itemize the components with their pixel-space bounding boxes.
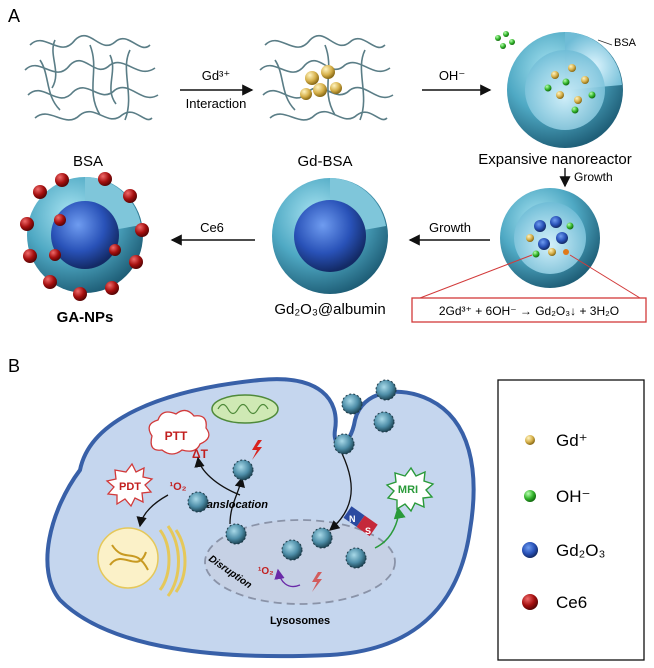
arrow-growth-left-label: Growth (429, 220, 471, 235)
legend-label-oh: OH⁻ (556, 487, 590, 506)
mri-label: MRI (398, 484, 418, 496)
equation-text: 2Gd³⁺ + 6OH⁻ → Gd₂O₃↓ + 3H₂O (439, 304, 619, 318)
legend-swatch-ce6 (522, 594, 538, 610)
legend-item-oh: OH⁻ (524, 487, 590, 506)
bsa-callout-label: BSA (614, 37, 637, 49)
gd-bsa-label: Gd-BSA (297, 153, 352, 170)
arrow-mri (374, 506, 406, 549)
nucleus-er (97, 525, 187, 597)
pdt-burst (105, 462, 154, 508)
expansive-nanoreactor-label: Expansive nanoreactor (478, 151, 631, 168)
arrow-singlet-oxygen (274, 568, 301, 588)
legend-box (497, 379, 645, 661)
legend-swatch-gd (525, 435, 535, 445)
ga-nps-label: GA-NPs (57, 309, 114, 326)
ga-nps-particle (20, 172, 149, 301)
magnet-icon (343, 506, 378, 537)
ptt-cloud (148, 409, 210, 455)
legend-item-gd2o3: Gd₂O₃ (522, 541, 605, 560)
arrow-gd3-label: Gd³⁺ (202, 68, 231, 83)
arrow-interaction-label: Interaction (186, 96, 247, 111)
gd-bsa-illustration (259, 34, 394, 121)
arrow-to-nucleus (136, 494, 169, 528)
gd2o3-albumin-label: Gd₂O₃@albumin (274, 301, 385, 318)
legend-item-gd: Gd⁺ (525, 431, 588, 450)
equation-callout-line-left (419, 254, 533, 299)
delta-t-label: ΔT (192, 447, 209, 461)
arrow-growth-down-label: Growth (574, 170, 613, 184)
legend-label-ce6: Ce6 (556, 593, 587, 612)
magnet-s-label: S (365, 526, 371, 536)
magnet-n-label: N (349, 514, 356, 524)
growth-nanoreactor (500, 188, 600, 288)
nanoparticle (341, 393, 363, 415)
legend-label-gd: Gd⁺ (556, 431, 588, 450)
arrow-translocation (229, 476, 245, 525)
gd2o3-albumin-particle (272, 178, 388, 294)
panel-a-letter: A (8, 6, 20, 26)
pdt-label: PDT (119, 481, 141, 493)
nanoparticle (375, 379, 397, 401)
arrow-to-ptt (194, 456, 241, 496)
singlet-oxygen-top-label: ¹O₂ (169, 481, 186, 493)
nanoparticle (187, 491, 209, 513)
expansive-nanoreactor (495, 31, 623, 148)
mitochondrion (211, 394, 279, 424)
nanoparticle (333, 433, 355, 455)
legend-swatch-oh (524, 490, 536, 502)
nanoparticle (232, 459, 254, 481)
lysosome (204, 519, 396, 605)
nanoparticle (311, 527, 333, 549)
nanoparticles (187, 379, 397, 569)
singlet-oxygen-lys-label: ¹O₂ (258, 566, 274, 577)
panel-b-letter: B (8, 356, 20, 376)
laser-bolt-icon-lower (312, 572, 322, 592)
legend-item-ce6: Ce6 (522, 593, 587, 612)
nanoparticle (373, 411, 395, 433)
legend-swatch-gd2o3 (522, 542, 538, 558)
legend-label-gd2o3: Gd₂O₃ (556, 541, 605, 560)
equation-callout-line-right (569, 254, 641, 299)
mri-burst (385, 466, 435, 513)
lysosomes-label: Lysosomes (270, 615, 330, 627)
translocation-label: Translocation (196, 499, 268, 511)
nanoparticle (281, 539, 303, 561)
bsa-protein-illustration (24, 34, 159, 121)
arrow-ce6-label: Ce6 (200, 220, 224, 235)
ptt-label: PTT (165, 429, 188, 443)
nanoparticle (225, 523, 247, 545)
laser-bolt-icon (252, 440, 262, 460)
arrow-oh-label: OH⁻ (439, 68, 465, 83)
equation-box (411, 297, 647, 323)
nanoparticle (345, 547, 367, 569)
bsa-label: BSA (73, 153, 103, 170)
